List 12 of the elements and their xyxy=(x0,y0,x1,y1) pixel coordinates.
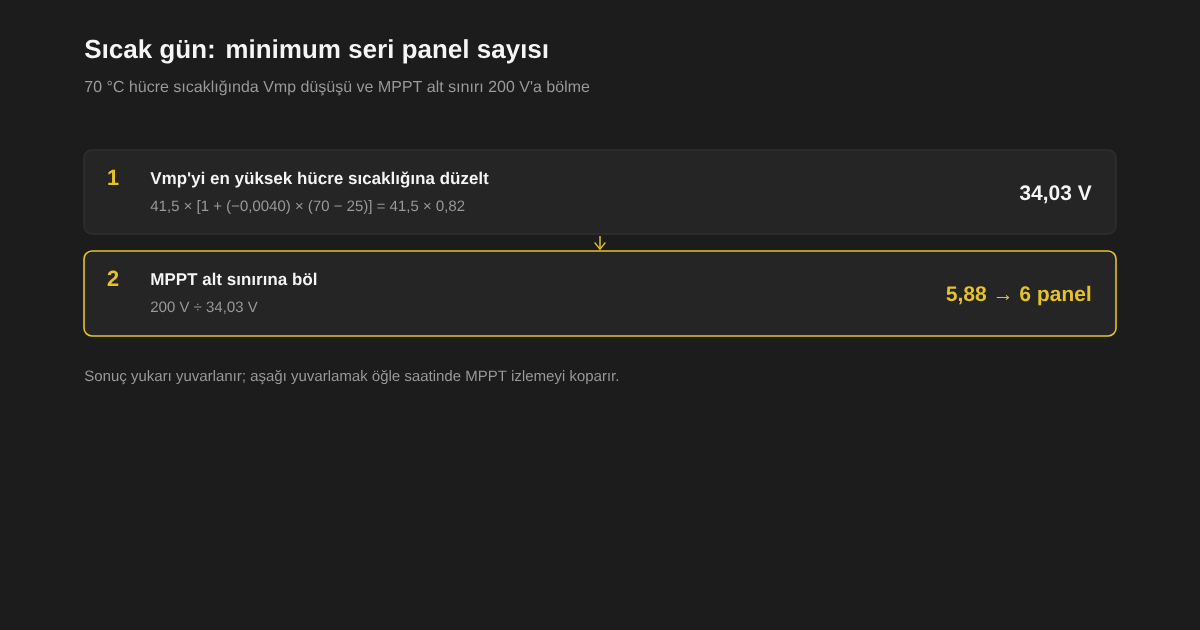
subtitle: 70 °C hücre sıcaklığında Vmp düşüşü ve MPPT alt sınırı 200 V'a bölme xyxy=(85,80,590,96)
step-number: 2 xyxy=(107,270,119,286)
formula-text: 200 V ÷ 34,03 V xyxy=(151,301,258,314)
formula-text: 41,5 × [1 + (−0,0040) × (70 − 25)] = 41,5 × 0,82 xyxy=(150,200,465,215)
footnote: Sonuç yukarı yuvarlanır; aşağı yuvarlamak öğle saatinde MPPT izlemeyi koparır. xyxy=(84,369,619,385)
step-number: 1 xyxy=(108,169,119,185)
title: Sıcak gün: minimum seri panel sayısı xyxy=(85,39,548,64)
arrow xyxy=(594,235,606,251)
result-value: 34,03 V xyxy=(1019,185,1092,204)
step-heading: MPPT alt sınırına böl xyxy=(151,272,317,286)
result-value: 5,88 → 6 panel xyxy=(946,285,1091,306)
step-heading: Vmp'yi en yüksek hücre sıcaklığına düzelt xyxy=(150,171,489,188)
